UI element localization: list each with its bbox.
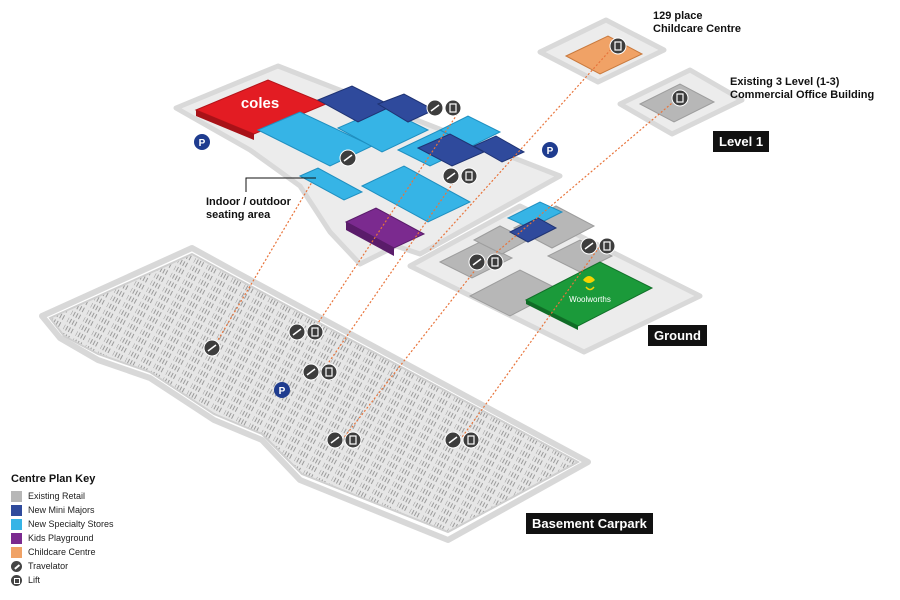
- lift-icon: [444, 99, 462, 117]
- key-item: New Specialty Stores: [11, 517, 161, 531]
- travelator-icon: [444, 431, 462, 449]
- key-item-label: Lift: [28, 575, 41, 585]
- basement-carpark-tag: Basement Carpark: [526, 513, 653, 534]
- key-swatch: [11, 546, 22, 558]
- key-swatch: [11, 518, 22, 530]
- svg-text:P: P: [199, 138, 206, 149]
- parking-marker: P: [542, 142, 558, 158]
- travelator-icon: [339, 149, 357, 167]
- specialty-store-block: [360, 165, 472, 223]
- travelator-icon: [302, 363, 320, 381]
- key-item: Kids Playground: [11, 531, 161, 545]
- kids-playground: [344, 207, 426, 249]
- key-item-label: Childcare Centre: [28, 547, 96, 557]
- lift-icon: [460, 167, 478, 185]
- mini-major-block: [472, 135, 526, 163]
- level-1-tag: Level 1: [713, 131, 770, 152]
- seating-pointer: [245, 177, 316, 192]
- key-item: Existing Retail: [11, 489, 161, 503]
- key-swatch: [11, 490, 22, 502]
- key-item: Travelator: [11, 559, 161, 573]
- seating-label-line: seating area: [206, 209, 271, 221]
- childcare-label-line: Childcare Centre: [653, 23, 742, 35]
- lift-icon: [11, 574, 22, 586]
- childcare-label: 129 place Childcare Centre: [653, 10, 741, 36]
- lift-icon: [306, 323, 324, 341]
- ground-tag: Ground: [648, 325, 707, 346]
- childcare-centre: [537, 17, 667, 85]
- travelator-icon: [11, 560, 22, 572]
- mini-major-block: [508, 217, 558, 243]
- specialty-store-block: [298, 167, 364, 201]
- lift-icon: [609, 37, 627, 55]
- travelator-icon: [203, 339, 221, 357]
- travelator-icon: [468, 253, 486, 271]
- office-label-line: Commercial Office Building: [730, 89, 875, 101]
- key-item-label: New Mini Majors: [28, 505, 95, 515]
- parking-marker: P: [194, 134, 210, 150]
- key-item-label: Kids Playground: [28, 533, 94, 543]
- basement-carpark: [39, 245, 591, 543]
- key-swatch: [11, 532, 22, 544]
- key-item: New Mini Majors: [11, 503, 161, 517]
- travelator-icon: [326, 431, 344, 449]
- travelator-icon: [288, 323, 306, 341]
- lift-icon: [486, 253, 504, 271]
- office-label-line: Existing 3 Level (1-3): [730, 76, 840, 88]
- woolworths-logo-icon: [583, 276, 595, 291]
- travelator-icon: [580, 237, 598, 255]
- lift-icon: [598, 237, 616, 255]
- travelator-icon: [426, 99, 444, 117]
- travelator-icon: [442, 167, 460, 185]
- coles-logo-text: coles: [241, 95, 279, 112]
- key-item-label: Existing Retail: [28, 491, 86, 501]
- parking-marker: P: [274, 382, 290, 398]
- seating-label-line: Indoor / outdoor: [206, 196, 291, 208]
- lift-icon: [344, 431, 362, 449]
- key-title: Centre Plan Key: [11, 473, 96, 485]
- key-item: Lift: [11, 573, 161, 587]
- childcare-label-line: 129 place: [653, 10, 703, 22]
- woolworths-logo-text: Woolworths: [569, 295, 611, 304]
- key-item: Childcare Centre: [11, 545, 161, 559]
- key-item-label: Travelator: [28, 561, 69, 571]
- lift-icon: [671, 89, 689, 107]
- svg-text:P: P: [279, 386, 286, 397]
- svg-text:P: P: [547, 146, 554, 157]
- office-label: Existing 3 Level (1-3) Commercial Office…: [730, 76, 874, 102]
- lift-icon: [462, 431, 480, 449]
- connector-lines: [211, 45, 679, 441]
- ground-level: [407, 201, 703, 355]
- key-item-label: New Specialty Stores: [28, 519, 114, 529]
- lift-icon: [320, 363, 338, 381]
- key-swatch: [11, 504, 22, 516]
- seating-label: Indoor / outdoor seating area: [206, 196, 291, 222]
